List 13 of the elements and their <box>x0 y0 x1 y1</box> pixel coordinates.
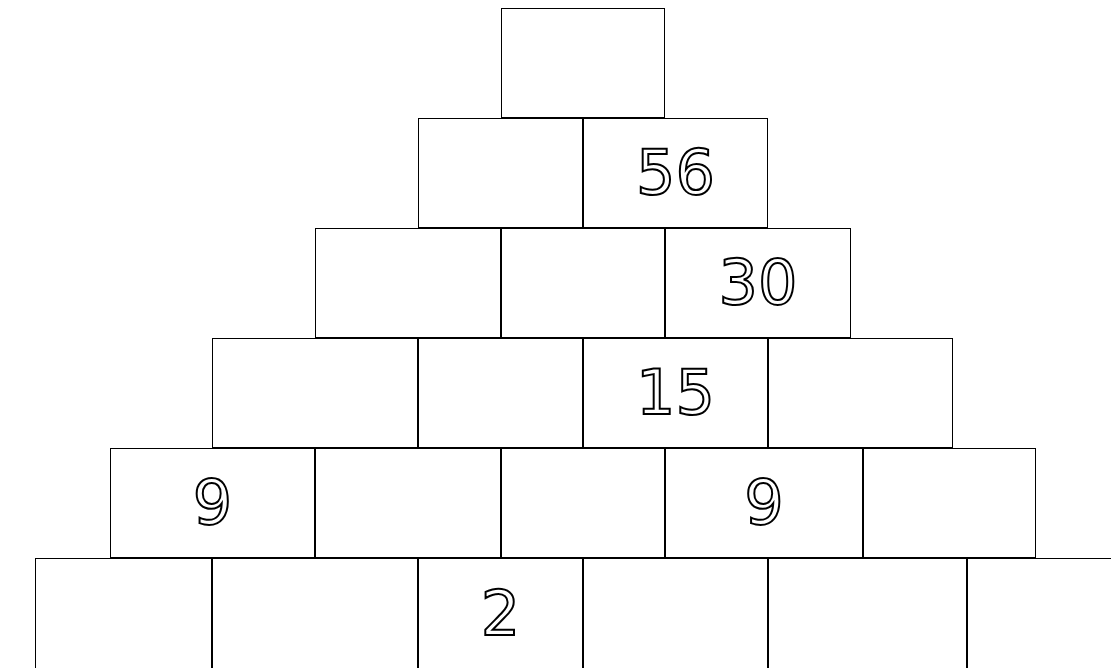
number-box <box>583 338 768 448</box>
number-box <box>418 558 583 668</box>
number-label: 15 <box>636 362 715 424</box>
number-label: 30 <box>718 252 798 314</box>
empty-box <box>501 8 665 118</box>
number-label: 9 <box>744 472 784 534</box>
number-box <box>110 448 315 558</box>
number-box <box>665 228 851 338</box>
number-box <box>665 448 863 558</box>
number-box <box>583 118 768 228</box>
number-label: 9 <box>192 472 233 534</box>
number-label: 56 <box>636 142 715 204</box>
number-label: 2 <box>480 583 521 645</box>
